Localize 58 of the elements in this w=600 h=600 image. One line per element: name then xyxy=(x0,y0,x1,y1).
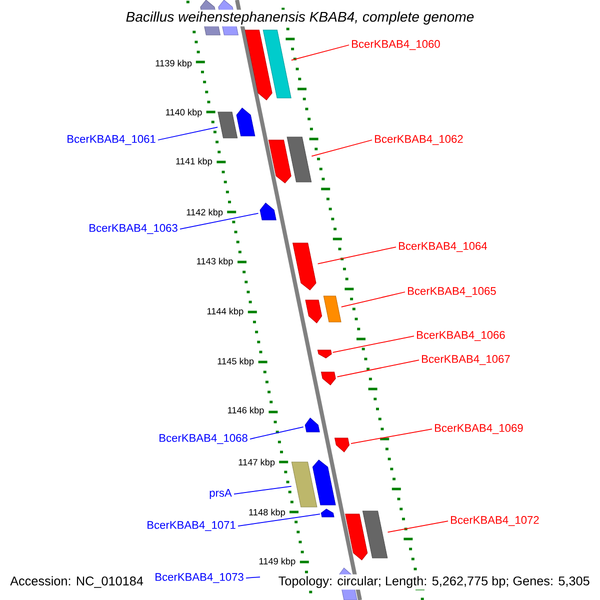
leader-line xyxy=(350,428,432,444)
gene-box xyxy=(286,136,312,182)
gene-shape xyxy=(317,350,332,358)
genome-info-text: Topology: circular; Length: 5,262,775 bp; Genes: 5,305 xyxy=(276,574,592,590)
leader-line xyxy=(234,486,292,494)
gene-box xyxy=(218,112,238,138)
scale-label: 1147 kbp xyxy=(238,458,275,468)
gene-box xyxy=(291,462,318,508)
gene-shape xyxy=(320,508,334,518)
gene-shape xyxy=(268,140,292,184)
gene-box xyxy=(262,30,292,98)
gene-label: BcerKBAB4_1066 xyxy=(417,331,505,341)
scale-label: 1149 kbp xyxy=(259,558,296,566)
leader-line xyxy=(317,246,396,264)
gene-shape xyxy=(260,202,276,220)
gene-label: BcerKBAB4_1063 xyxy=(90,224,178,234)
gene-box xyxy=(362,510,388,558)
gene-box xyxy=(323,296,342,322)
scale-label: 1141 kbp xyxy=(176,158,212,166)
leader-line xyxy=(158,126,218,140)
leader-line xyxy=(238,514,320,526)
leader-line xyxy=(246,576,260,578)
scale-label: 1148 kbp xyxy=(249,508,286,518)
gene-label: BcerKBAB4_1065 xyxy=(408,287,496,297)
gene-label: BcerKBAB4_1061 xyxy=(68,135,156,145)
title: Bacillus weihenstephanensis KBAB4, complete genome xyxy=(124,10,476,26)
gene-label: BcerKBAB4_1071 xyxy=(148,521,236,531)
gene-label: BcerKBAB4_1064 xyxy=(399,242,487,252)
scale-label: 1143 kbp xyxy=(197,258,233,266)
gene-label: BcerKBAB4_1069 xyxy=(435,424,523,434)
gene-shape xyxy=(244,30,272,100)
gene-label: BcerKBAB4_1073 xyxy=(156,573,244,583)
gene-shape xyxy=(304,418,320,432)
leader-line xyxy=(180,212,259,230)
scale-label: 1145 kbp xyxy=(218,358,254,366)
leader-line xyxy=(311,140,372,157)
leader-line xyxy=(340,292,406,308)
gene-label: BcerKBAB4_1067 xyxy=(422,355,510,365)
accession-text: Accession: NC_010184 xyxy=(8,574,146,590)
gene-shape xyxy=(236,108,256,136)
leader-line xyxy=(332,336,414,353)
gene-label: prsA xyxy=(210,489,232,499)
gene-label: BcerKBAB4_1068 xyxy=(160,434,248,444)
scale-label: 1140 kbp xyxy=(166,108,202,118)
gene-shape xyxy=(312,460,336,506)
scale-label: 1146 kbp xyxy=(228,406,264,416)
scale-label: 1144 kbp xyxy=(207,308,244,316)
leader-line xyxy=(387,520,448,533)
scale-label: 1142 kbp xyxy=(186,208,223,218)
gene-shape xyxy=(305,300,322,324)
leader-line xyxy=(336,360,420,378)
scale-label: 1139 kbp xyxy=(156,60,192,68)
gene-shape xyxy=(345,514,368,560)
leader-line xyxy=(291,44,350,61)
gene-label: BcerKBAB4_1072 xyxy=(451,516,539,526)
gene-label: BcerKBAB4_1060 xyxy=(352,40,440,50)
leader-line xyxy=(250,426,304,440)
gene-label: BcerKBAB4_1062 xyxy=(375,135,463,145)
